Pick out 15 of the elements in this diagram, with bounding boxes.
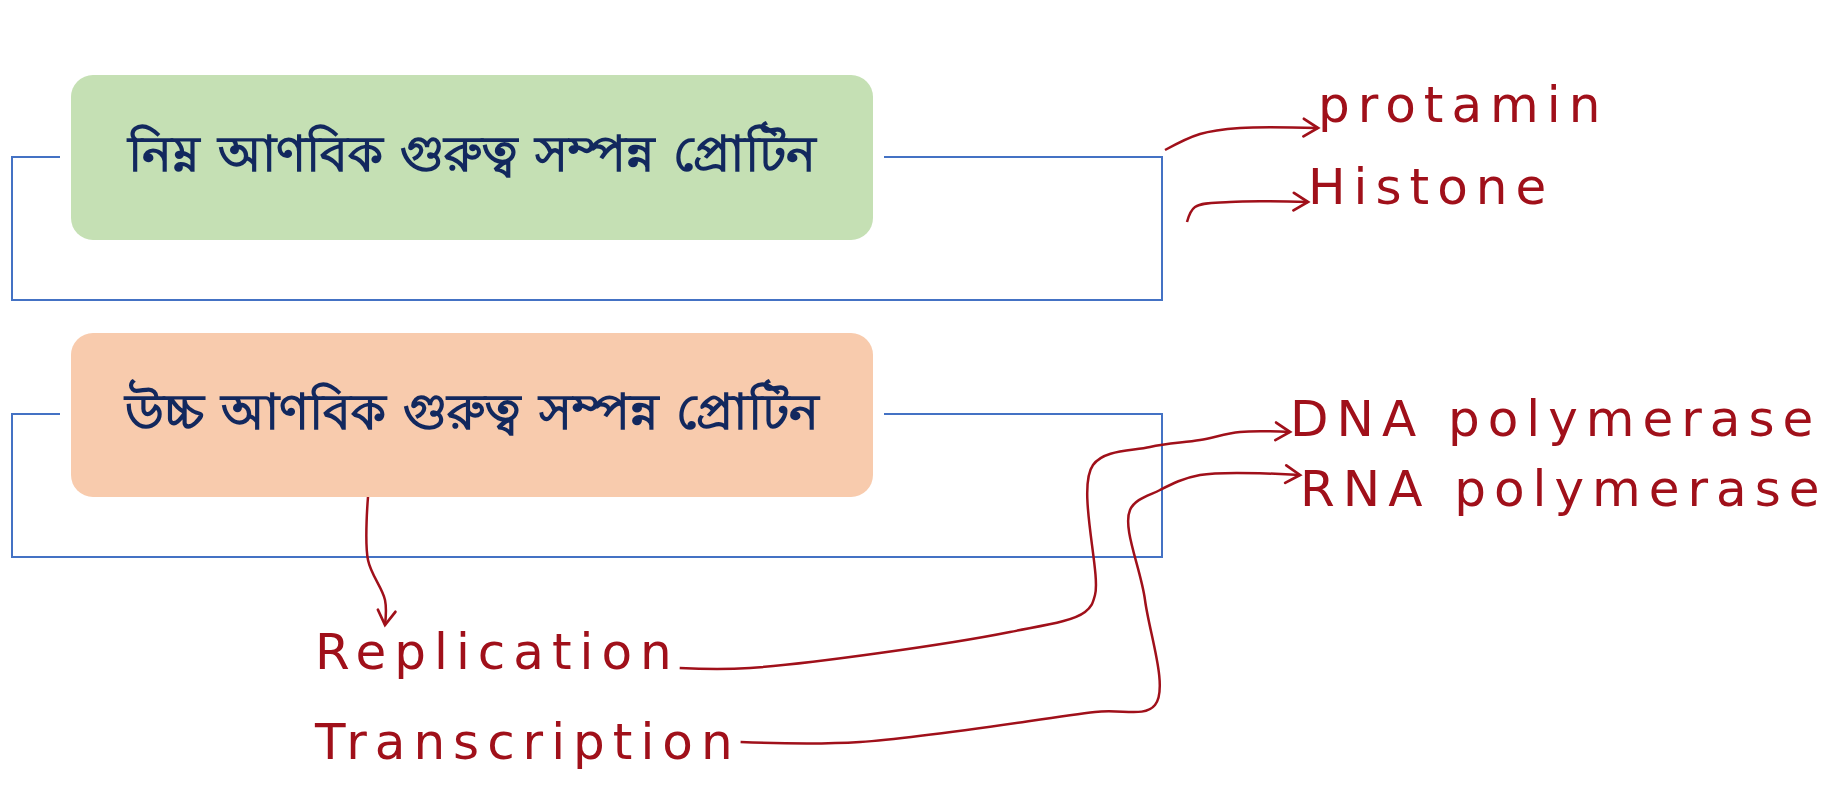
heading-box <box>71 333 873 497</box>
heading-box <box>71 75 873 240</box>
handwritten-label: protamin <box>1318 78 1609 133</box>
handwritten-label: Replication <box>315 625 680 680</box>
arrow <box>1164 117 1320 152</box>
handwritten-label: RNA polymerase <box>1300 462 1828 517</box>
arrow <box>1185 191 1310 223</box>
arrow <box>740 464 1302 745</box>
handwritten-label: Histone <box>1308 160 1555 215</box>
arrow <box>679 421 1292 671</box>
arrow <box>365 496 397 627</box>
protein-class-title: উচ্চ আণবিক গুরুত্ব সম্পন্ন প্রোটিন <box>124 373 820 457</box>
protein-class-title: নিম্ন আণবিক গুরুত্ব সম্পন্ন প্রোটিন <box>128 116 816 199</box>
handwritten-label: Transcription <box>315 715 741 770</box>
handwritten-label: DNA polymerase <box>1290 392 1822 447</box>
